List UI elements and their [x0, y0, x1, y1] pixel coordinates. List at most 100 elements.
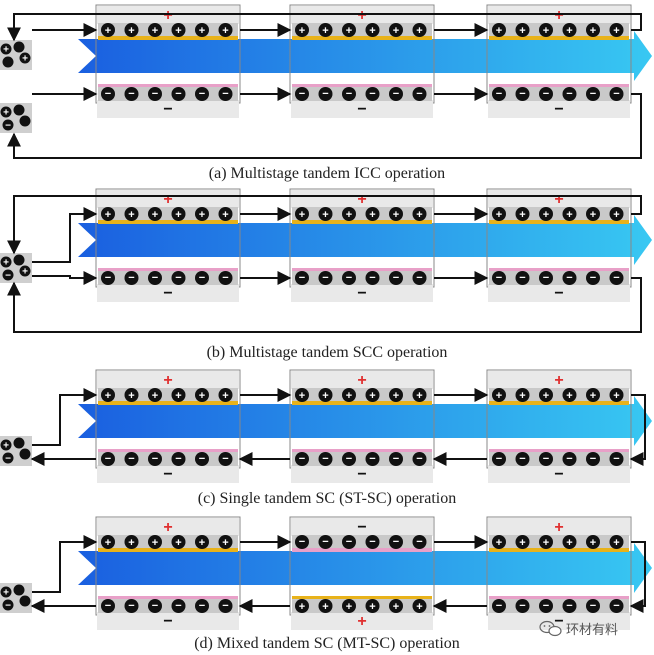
ion [342, 23, 356, 37]
ion [101, 207, 115, 221]
electrode-top [98, 207, 238, 221]
ion [412, 271, 427, 285]
ion-sign: − [128, 600, 134, 612]
ion [389, 207, 403, 221]
ion-sign: + [152, 537, 158, 549]
electrode-bottom [98, 271, 238, 285]
ion-sign: − [175, 453, 181, 465]
cell-top-margin [291, 190, 433, 208]
ion [586, 271, 600, 285]
ion [171, 388, 186, 402]
ion [171, 207, 186, 221]
ion [342, 535, 356, 549]
cell-top-polarity: + [357, 191, 366, 208]
ion-sign: − [299, 536, 305, 548]
ion-sign: − [416, 88, 422, 100]
ion [609, 87, 624, 101]
ion [365, 388, 380, 402]
cell-bottom-polarity: − [554, 613, 563, 630]
electrode-bottom [489, 271, 629, 285]
cell-top-margin [488, 190, 630, 208]
ion [318, 452, 333, 466]
turnaround-wire [629, 541, 646, 613]
ion-sign: + [566, 537, 572, 549]
capacitor-cell: ++++++−−−−−−+− [486, 4, 632, 118]
ion [412, 388, 427, 402]
ion [389, 388, 403, 402]
ion-sign: + [590, 25, 596, 37]
electrode-bottom [292, 271, 432, 285]
ion-sign: − [496, 272, 502, 284]
ion-sign: + [496, 390, 502, 402]
ion-sign: + [393, 209, 399, 221]
ion-sign: + [613, 390, 619, 402]
ion [295, 452, 309, 466]
capacitor-cell: ++++++−−−−−−+− [95, 4, 241, 118]
ion-sign: + [590, 390, 596, 402]
cell-bottom-margin [488, 612, 630, 630]
electrode-bottom [98, 599, 238, 613]
ion-sign: − [105, 272, 111, 284]
electrode-top [292, 535, 432, 549]
ion [539, 23, 553, 37]
ion [342, 207, 356, 221]
ion [609, 23, 624, 37]
ion [365, 271, 380, 285]
ion-sign: + [393, 390, 399, 402]
ion [218, 535, 233, 549]
ion [0, 439, 12, 451]
ion [318, 271, 333, 285]
ion [412, 87, 427, 101]
capacitor-cell: ++++++−−−−−−+− [95, 369, 241, 483]
ion [171, 535, 186, 549]
ion [586, 452, 600, 466]
ion-sign: − [128, 88, 134, 100]
ion [148, 271, 162, 285]
ion [295, 207, 309, 221]
ion-sign: − [346, 536, 352, 548]
cell-bottom-polarity: − [357, 466, 366, 483]
ion-sign: + [369, 25, 375, 37]
ion [124, 599, 139, 613]
electrode-top-coating [292, 36, 432, 40]
panel-caption: (c) Single tandem SC (ST-SC) operation [198, 490, 457, 507]
ion-sign: − [590, 272, 596, 284]
ion [389, 599, 403, 613]
cell-bottom-margin [488, 100, 630, 118]
electrode-bottom-coating [98, 84, 238, 88]
ion [218, 388, 233, 402]
ion [195, 271, 209, 285]
current-wire [32, 535, 98, 593]
ion [389, 271, 403, 285]
ion [365, 87, 380, 101]
ion [586, 23, 600, 37]
ion [101, 87, 115, 101]
ion-sign: − [346, 272, 352, 284]
ion-sign: − [322, 453, 328, 465]
ion [101, 535, 115, 549]
electrode-top-coating [489, 220, 629, 224]
ion [412, 23, 427, 37]
panel-caption: (a) Multistage tandem ICC operation [209, 165, 445, 182]
electrode-bottom-coating [489, 268, 629, 272]
return-wire [6, 277, 642, 333]
ion-sign: + [519, 537, 525, 549]
ion [586, 87, 600, 101]
electrode-top-coating [489, 36, 629, 40]
ion-sign: + [613, 25, 619, 37]
electrode-bottom-coating [98, 449, 238, 453]
ion-sign: − [299, 453, 305, 465]
ion [124, 452, 139, 466]
ion-reservoir: +− [0, 583, 32, 613]
ion-sign: + [346, 390, 352, 402]
ion [492, 271, 506, 285]
ion-sign: − [496, 453, 502, 465]
ion-sign: − [416, 272, 422, 284]
electrode-bottom [98, 87, 238, 101]
ion-sign: + [369, 601, 375, 613]
ion-sign: + [175, 209, 181, 221]
ion-sign: − [519, 272, 525, 284]
ion-sign: + [322, 25, 328, 37]
ion-sign: − [222, 600, 228, 612]
ion-sign: − [393, 536, 399, 548]
